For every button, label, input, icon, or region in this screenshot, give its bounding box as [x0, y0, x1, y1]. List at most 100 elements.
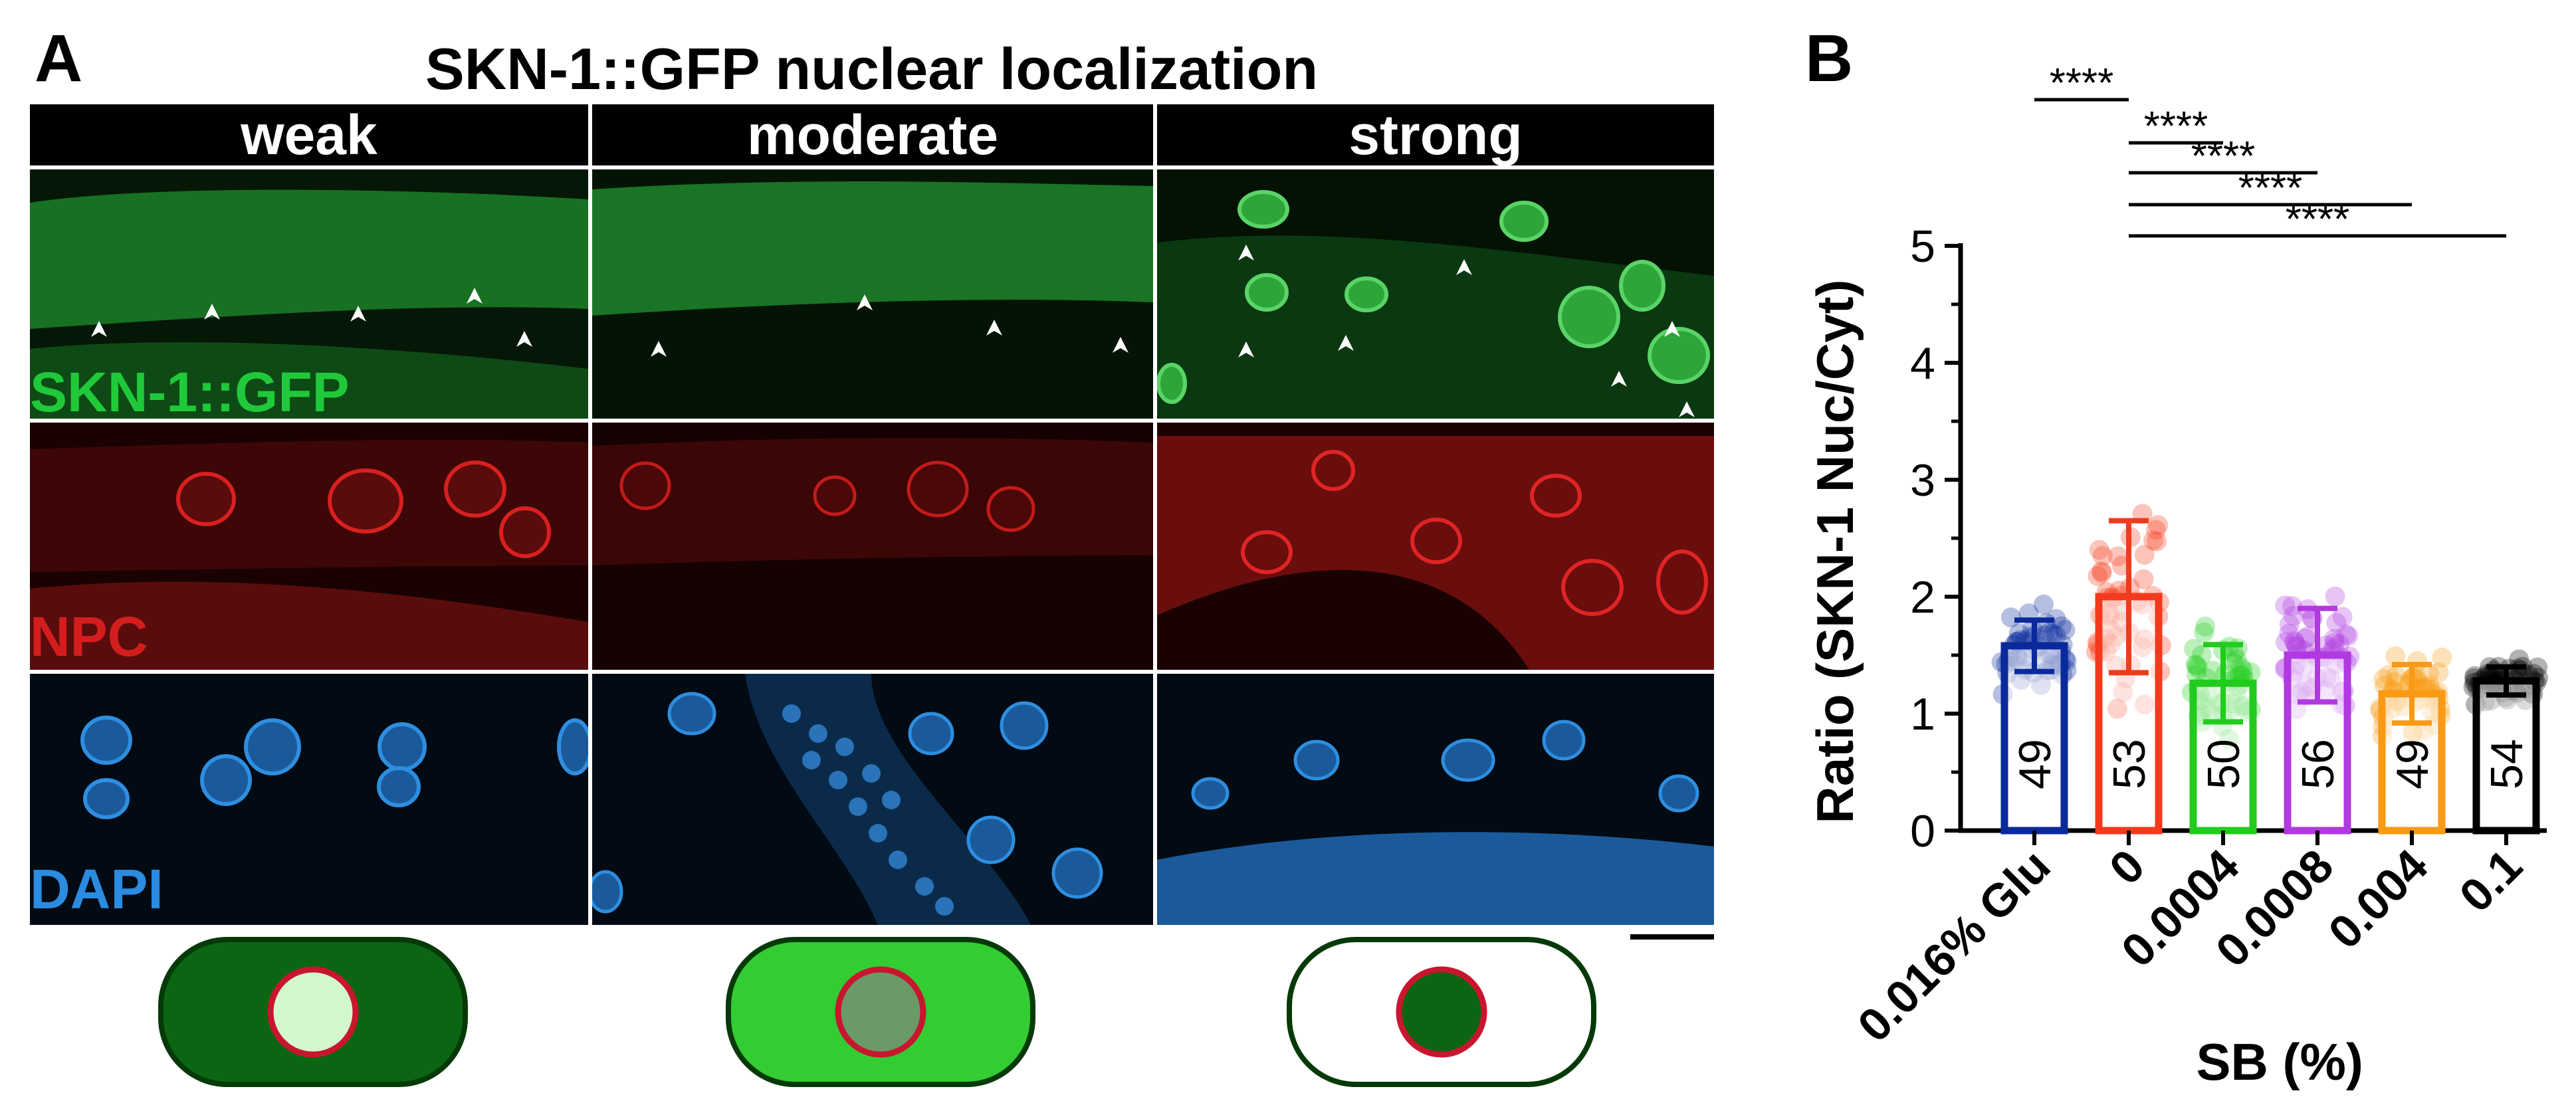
micrograph-npc-weak	[30, 423, 588, 670]
data-point	[2385, 646, 2406, 666]
data-point	[2092, 561, 2112, 581]
y-tick-label: 4	[1910, 338, 1935, 389]
column-header-strong: strong	[1157, 104, 1714, 166]
micrograph-gfp-moderate	[592, 169, 1153, 419]
micrograph-dapi-moderate	[592, 674, 1153, 925]
data-point	[2088, 565, 2108, 586]
cell-cartoon-moderate	[724, 936, 1037, 1088]
data-point	[2385, 672, 2405, 692]
data-point	[2148, 515, 2169, 536]
significance-label: ****	[2050, 60, 2114, 106]
data-point	[2134, 544, 2155, 565]
data-point	[2338, 626, 2359, 647]
data-point	[2143, 530, 2164, 551]
cell-cartoon-nucleus	[267, 966, 359, 1058]
channel-label-dapi: DAPI	[30, 858, 163, 920]
y-tick-label: 2	[1910, 572, 1935, 623]
data-point	[2329, 634, 2349, 654]
significance-label: ****	[2238, 165, 2303, 211]
data-point	[2373, 668, 2394, 689]
x-tick-label: 0	[2099, 839, 2155, 894]
data-point	[2224, 643, 2244, 663]
n-label: 50	[2199, 739, 2249, 789]
cell-cartoon-strong	[1285, 936, 1598, 1088]
cell-cartoon-nucleus	[1396, 966, 1487, 1058]
data-point	[2275, 595, 2296, 616]
micrograph-gfp-strong	[1157, 169, 1714, 419]
significance-label: ****	[2286, 197, 2350, 243]
n-label: 54	[2482, 739, 2532, 789]
channel-label-gfp: SKN-1::GFP	[30, 361, 350, 423]
data-point	[2325, 632, 2345, 653]
data-point	[2038, 623, 2059, 643]
cell-cartoon-weak	[157, 936, 469, 1088]
x-tick-label: 0.004	[2319, 839, 2438, 958]
n-label: 53	[2104, 739, 2155, 789]
y-tick-label: 5	[1910, 221, 1935, 272]
significance-label: ****	[2144, 104, 2208, 150]
micrograph-gfp-weak	[30, 169, 588, 419]
data-point	[2282, 596, 2303, 617]
y-tick-label: 1	[1910, 689, 1935, 740]
data-point	[2046, 625, 2066, 646]
n-label: 49	[2010, 739, 2060, 789]
cell-cartoon-nucleus	[835, 966, 926, 1058]
micrograph-npc-strong	[1157, 423, 1714, 670]
data-point	[2133, 569, 2154, 589]
data-point	[2194, 622, 2214, 643]
n-label: 49	[2387, 739, 2438, 789]
data-point	[2527, 657, 2548, 678]
column-header-moderate: moderate	[592, 104, 1153, 166]
data-point	[2325, 586, 2345, 607]
data-point	[2315, 635, 2336, 656]
significance-label: ****	[2191, 134, 2256, 179]
data-point	[2279, 614, 2300, 635]
data-point	[2055, 620, 2076, 641]
data-point	[2336, 624, 2357, 645]
panel-b-letter: B	[1805, 21, 1854, 96]
data-point	[2147, 531, 2167, 552]
micrograph-grid	[30, 169, 1714, 925]
data-point	[2284, 633, 2305, 653]
channel-label-npc: NPC	[30, 605, 148, 668]
data-point	[2089, 540, 2109, 560]
scale-bar	[1630, 934, 1714, 940]
data-point	[2226, 649, 2247, 670]
data-point	[2042, 624, 2063, 645]
micrograph-dapi-strong	[1157, 674, 1714, 925]
micrograph-dapi-weak	[30, 674, 588, 925]
data-point	[2092, 563, 2112, 583]
data-point	[2052, 616, 2072, 637]
panel-a-letter: A	[35, 21, 83, 96]
data-point	[2332, 607, 2353, 627]
data-point	[2419, 663, 2440, 684]
data-point	[2295, 628, 2315, 649]
data-point	[2324, 629, 2345, 649]
data-point	[2046, 609, 2066, 629]
data-point	[2195, 616, 2216, 637]
data-point	[2092, 546, 2113, 566]
data-point	[2202, 660, 2223, 681]
data-point	[2184, 639, 2204, 659]
data-point	[2186, 655, 2206, 676]
data-point	[2286, 635, 2306, 656]
panel-a-title: SKN-1::GFP nuclear localization	[425, 36, 1319, 102]
data-point	[2191, 645, 2212, 666]
column-header-weak: weak	[30, 104, 588, 166]
data-point	[2186, 664, 2206, 685]
micrograph-npc-moderate	[592, 423, 1153, 670]
data-point	[2240, 662, 2261, 682]
data-point	[2187, 658, 2208, 678]
data-point	[2386, 666, 2407, 686]
data-point	[2428, 662, 2449, 683]
data-point	[2232, 660, 2253, 680]
data-point	[2284, 631, 2304, 652]
n-label: 56	[2293, 739, 2343, 789]
data-point	[2432, 647, 2452, 668]
y-tick-label: 3	[1910, 455, 1935, 506]
x-axis-label: SB (%)	[2197, 1033, 2363, 1091]
data-point	[2326, 613, 2347, 633]
data-point	[2298, 626, 2318, 647]
data-point	[2276, 632, 2296, 653]
